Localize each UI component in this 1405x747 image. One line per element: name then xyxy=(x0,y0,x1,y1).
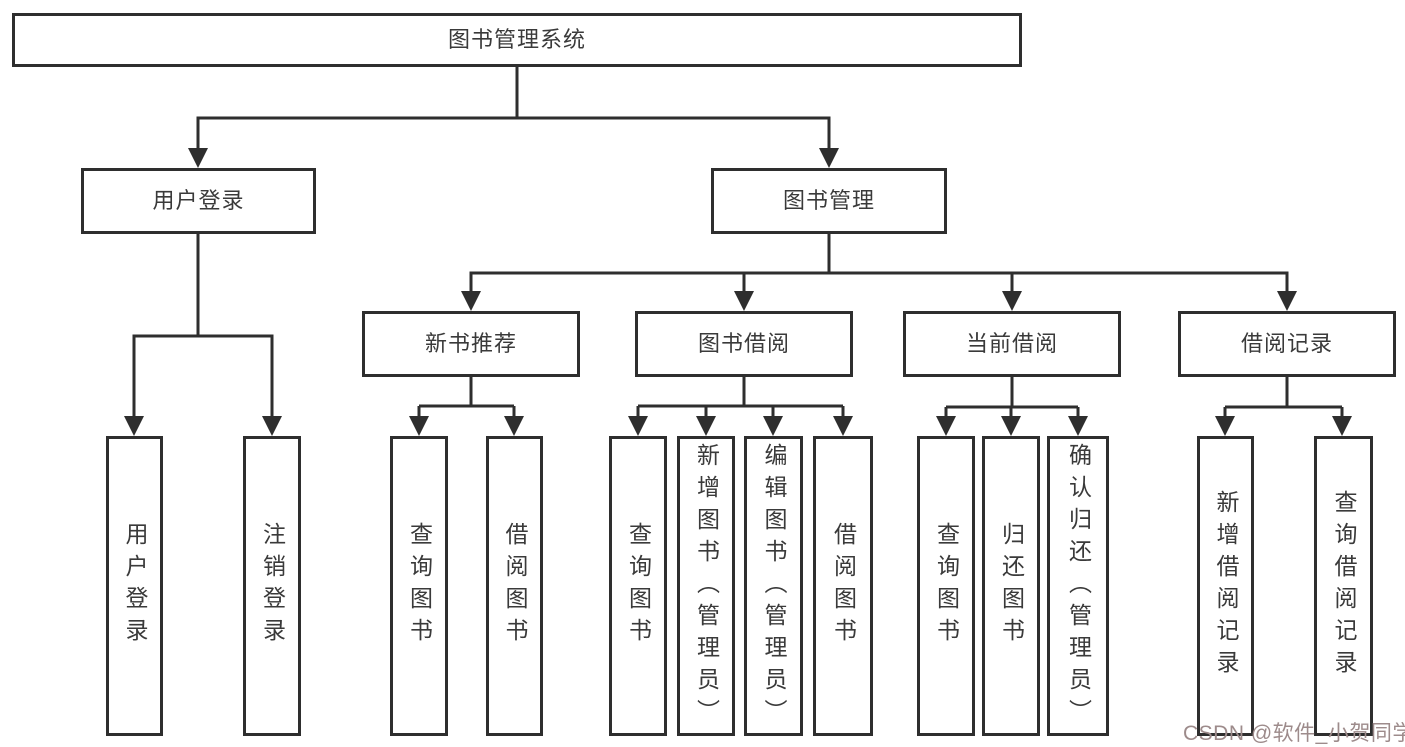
leaf-add-books-admin: 新增图书（管理员） xyxy=(677,436,735,736)
leaf-confirm-return-admin: 确认归还（管理员） xyxy=(1047,436,1109,736)
leaf-query-books-current: 查询图书 xyxy=(917,436,975,736)
csdn-watermark: CSDN @软件_小贺同学 xyxy=(1183,722,1405,745)
leaf-query-borrow-record: 查询借阅记录 xyxy=(1314,436,1373,736)
node-book-borrowing: 图书借阅 xyxy=(635,311,853,377)
node-user-login: 用户登录 xyxy=(81,168,316,234)
leaf-query-books-borrowing: 查询图书 xyxy=(609,436,667,736)
node-library-management-system: 图书管理系统 xyxy=(12,13,1022,67)
leaf-borrow-books-recommend: 借阅图书 xyxy=(486,436,543,736)
arrowheads xyxy=(124,148,1352,436)
leaf-edit-books-admin: 编辑图书（管理员） xyxy=(744,436,803,736)
leaf-logout-login: 注销登录 xyxy=(243,436,301,736)
node-borrowing-records: 借阅记录 xyxy=(1178,311,1396,377)
node-book-management: 图书管理 xyxy=(711,168,947,234)
leaf-return-books: 归还图书 xyxy=(982,436,1040,736)
leaf-add-borrow-record: 新增借阅记录 xyxy=(1197,436,1254,736)
leaf-borrow-books-borrowing: 借阅图书 xyxy=(813,436,873,736)
leaf-query-books-recommend: 查询图书 xyxy=(390,436,448,736)
node-current-borrowing: 当前借阅 xyxy=(903,311,1121,377)
node-new-book-recommendation: 新书推荐 xyxy=(362,311,580,377)
leaf-user-login: 用户登录 xyxy=(106,436,163,736)
